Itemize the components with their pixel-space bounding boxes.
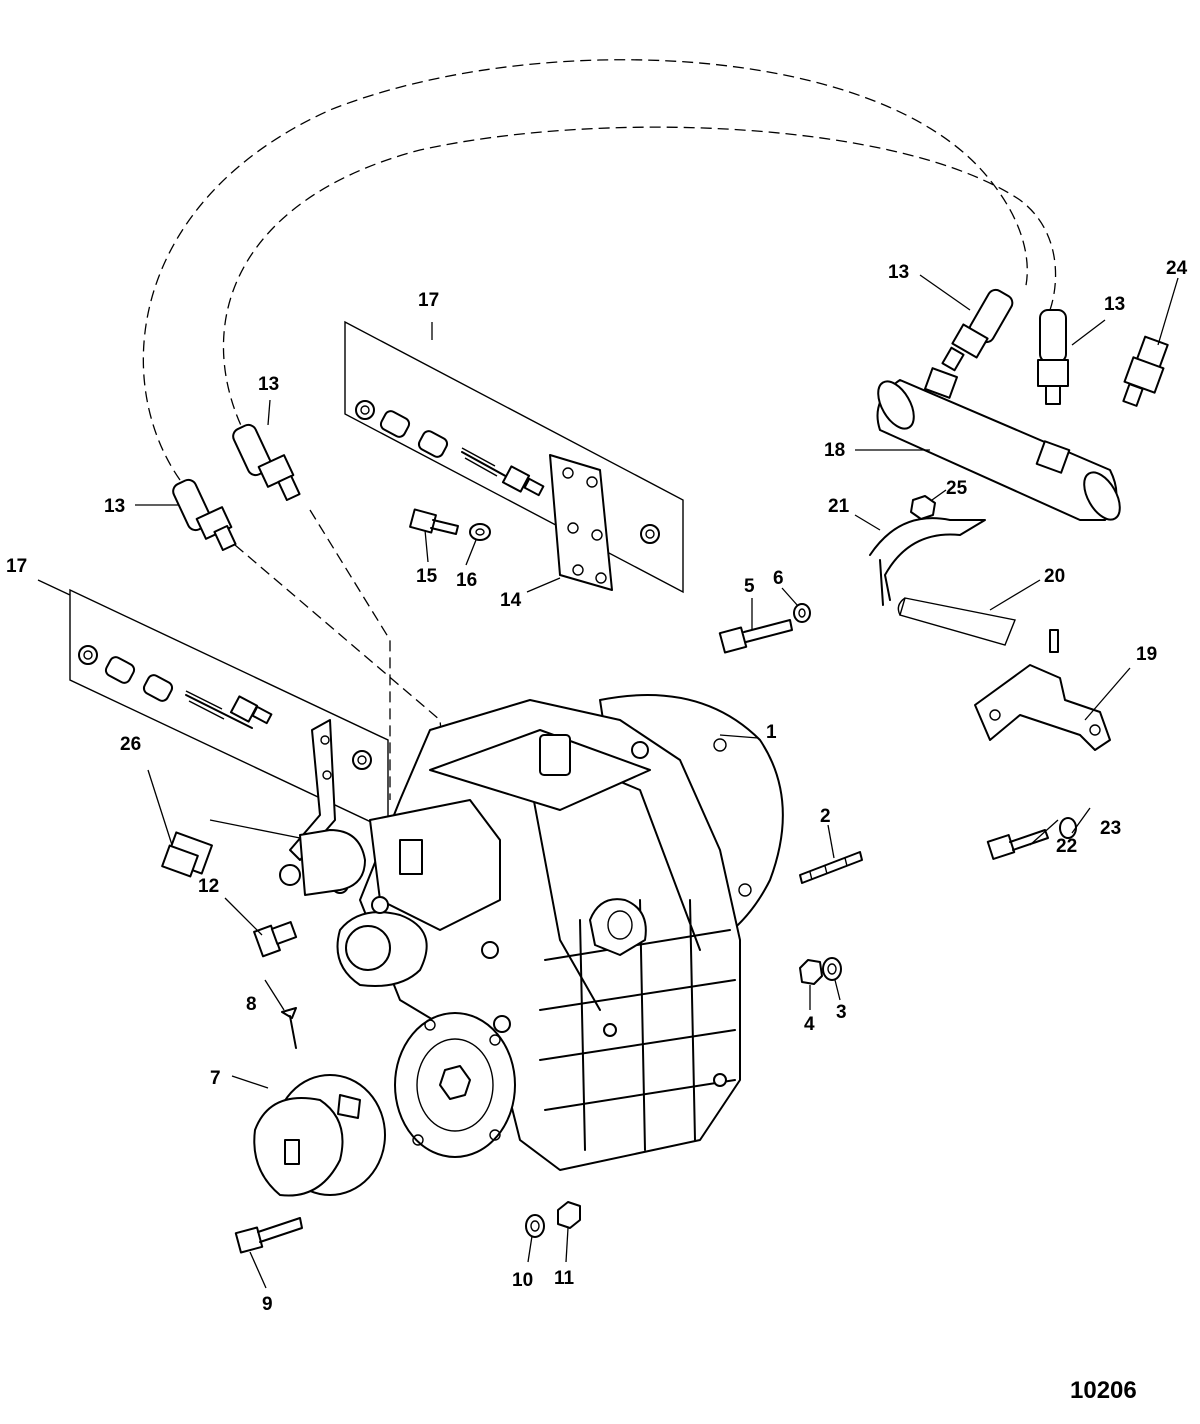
retaining-nut (910, 495, 936, 520)
callout-26: 26 (120, 734, 141, 755)
callout-13-right-b: 13 (1104, 294, 1125, 315)
callout-13-right-a: 13 (888, 262, 909, 283)
callout-23: 23 (1100, 818, 1121, 839)
callout-22: 22 (1056, 836, 1077, 857)
hose-fitting-left-b (232, 423, 301, 502)
pressure-sender (1122, 335, 1169, 407)
callout-11: 11 (554, 1268, 575, 1289)
heat-shield-wrap (897, 597, 1016, 646)
callout-25: 25 (946, 478, 968, 499)
lock-washer-3 (822, 957, 842, 981)
callout-17-left: 17 (6, 556, 27, 577)
mounting-bracket (974, 629, 1111, 751)
callout-8: 8 (246, 994, 257, 1015)
callout-20: 20 (1044, 566, 1065, 587)
output-coupling (394, 1012, 516, 1158)
callout-7: 7 (210, 1068, 221, 1089)
hex-nut-11 (557, 1201, 581, 1229)
drive-flange (253, 1074, 386, 1197)
leader-lines (37, 274, 1179, 1289)
callout-15: 15 (416, 566, 438, 587)
washer-10 (525, 1214, 545, 1238)
callout-17-upper: 17 (418, 290, 439, 311)
callout-9: 9 (262, 1294, 273, 1315)
callout-1: 1 (766, 722, 777, 743)
callout-labels: 1 2 3 4 5 6 7 8 9 10 11 12 13 13 13 13 1… (6, 258, 1188, 1315)
neutral-switch (161, 831, 213, 878)
callout-12: 12 (198, 876, 219, 897)
callout-14: 14 (500, 590, 522, 611)
callout-16: 16 (456, 570, 477, 591)
hose-fitting-right-a (941, 288, 1014, 372)
callout-21: 21 (828, 496, 850, 517)
kit-panel-upper (344, 320, 684, 594)
oil-cooler-manifold (876, 367, 1121, 521)
callout-6: 6 (773, 568, 784, 589)
bolt-5 (718, 603, 811, 654)
hex-nut-4 (799, 959, 823, 985)
set-screw (281, 1007, 297, 1049)
callout-3: 3 (836, 1002, 847, 1023)
hose-clamp (869, 517, 986, 606)
transmission-housing (279, 694, 784, 1171)
callout-19: 19 (1136, 644, 1157, 665)
flange-bolt (234, 1217, 303, 1254)
callout-18: 18 (824, 440, 845, 461)
stud (799, 851, 863, 884)
callout-4: 4 (804, 1014, 815, 1035)
callout-2: 2 (820, 806, 831, 827)
kit-panel-left (69, 588, 389, 861)
callout-13-left-b: 13 (258, 374, 279, 395)
hose-fitting-left-a (172, 478, 237, 552)
diagram-reference-number: 10206 (1070, 1377, 1137, 1404)
callout-5: 5 (744, 576, 755, 597)
callout-10: 10 (512, 1270, 533, 1291)
hose-fitting-right-b (1037, 309, 1069, 405)
temperature-sensor (253, 921, 298, 958)
callout-24: 24 (1166, 258, 1188, 279)
callout-13-left-a: 13 (104, 496, 125, 517)
